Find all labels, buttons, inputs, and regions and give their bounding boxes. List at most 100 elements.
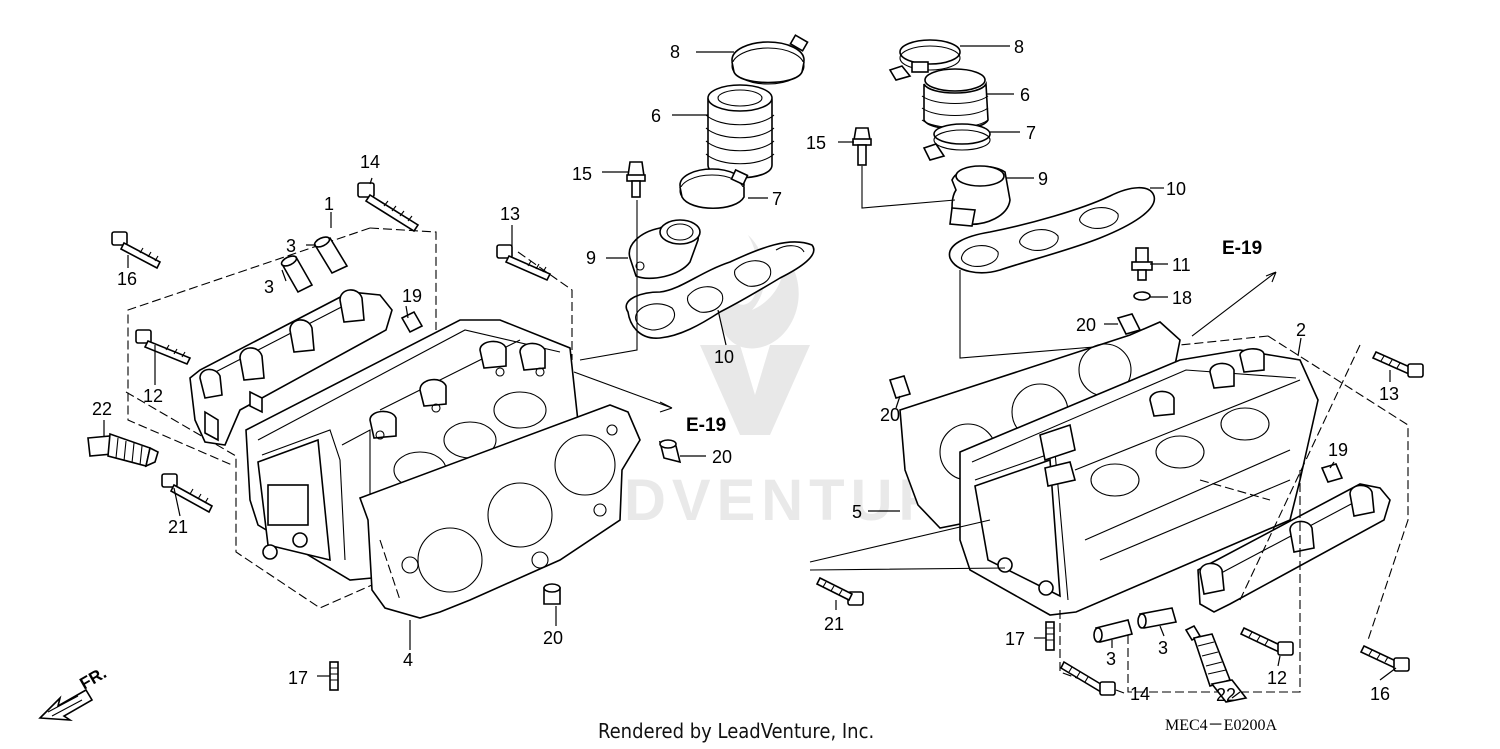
guide-line-gasket-right	[959, 270, 1119, 359]
left-assembly	[87, 34, 815, 691]
callout-15-right: 15	[806, 133, 826, 153]
callout-17-left: 17	[288, 668, 308, 688]
callout-4: 4	[403, 650, 413, 670]
washer-18-right	[1133, 291, 1151, 301]
callout-20b-left: 20	[543, 628, 563, 648]
callout-14-right: 14	[1130, 684, 1150, 704]
callout-13-right: 13	[1379, 384, 1399, 404]
callout-3b-left: 3	[264, 277, 274, 297]
intake-insulator-right	[949, 165, 1011, 227]
spark-plug-right	[1184, 624, 1248, 703]
guide-line-13	[517, 251, 573, 360]
bolt-13-right	[1371, 350, 1424, 378]
footer-credit: Rendered by LeadVenture, Inc.	[598, 719, 874, 743]
front-direction-arrow: FR.	[38, 663, 110, 721]
callout-17-right: 17	[1005, 629, 1025, 649]
callout-12-left: 12	[143, 386, 163, 406]
dowel-3-left-a	[313, 236, 349, 275]
callout-13-left: 13	[500, 204, 520, 224]
right-assembly	[809, 39, 1424, 703]
clamp-upper-left	[731, 34, 809, 85]
dowel-20-right-a	[1116, 313, 1142, 335]
bolt-14-left	[357, 182, 420, 233]
watermark-logo	[700, 235, 810, 435]
callout-3b-right: 3	[1158, 638, 1168, 658]
ref-e19-right: E-19	[1222, 238, 1262, 259]
bolt-21-right	[815, 576, 864, 606]
callout-11: 11	[1172, 255, 1191, 275]
callout-9-left: 9	[586, 248, 596, 268]
bolt-12-right	[1239, 626, 1294, 656]
callout-22-left: 22	[92, 399, 112, 419]
ref-e19-left: E-19	[686, 415, 726, 436]
guide-line-left-lower	[125, 391, 373, 609]
callout-8-right: 8	[1014, 37, 1024, 57]
diagram-code: MEC4－E0200A	[1165, 717, 1277, 734]
dowel-20-right-b	[888, 375, 912, 399]
stud-17-left	[329, 661, 339, 691]
spark-plug-left	[87, 432, 159, 468]
guide-line-2b	[1179, 335, 1269, 346]
clamp-lower-left	[679, 168, 749, 209]
guide-line-1a	[127, 227, 371, 466]
callout-19-right: 19	[1328, 440, 1348, 460]
callout-20b-right: 20	[880, 405, 900, 425]
cylinder-head-left	[245, 319, 581, 581]
bolt-12-left	[135, 329, 192, 366]
guide-line-15-right	[861, 166, 956, 209]
dowel-3-right-a	[1093, 619, 1133, 643]
bolt-15-right	[852, 127, 872, 166]
callouts-left: 1 3 3 4 6 7 8 9 10 12 13 14 15 16 17 19 …	[92, 42, 782, 688]
callout-5: 5	[852, 502, 862, 522]
callout-14-left: 14	[360, 152, 380, 172]
callout-15-left: 15	[572, 164, 592, 184]
dowel-20-left-a	[658, 439, 682, 464]
guide-line-15-left	[579, 200, 638, 361]
callout-16-right: 16	[1370, 684, 1390, 704]
bolt-16-left	[111, 231, 162, 270]
cylinder-head-right	[959, 348, 1319, 616]
dowel-19-left	[400, 310, 424, 334]
callout-6-left: 6	[651, 106, 661, 126]
clamp-lower-right	[922, 123, 991, 161]
callout-19-left: 19	[402, 286, 422, 306]
callout-3a-left: 3	[286, 236, 296, 256]
callouts-right: 2 3 3 5 6 7 8 9 10 11 12 13 14 15 16 17 …	[806, 37, 1399, 705]
callout-2: 2	[1296, 320, 1306, 340]
callout-7-right: 7	[1026, 123, 1036, 143]
guide-line-21-right	[809, 519, 1006, 571]
cam-holder-left	[189, 289, 393, 446]
callout-6-right: 6	[1020, 85, 1030, 105]
callout-12-right: 12	[1267, 668, 1287, 688]
callout-1: 1	[324, 194, 334, 214]
intake-boot-left	[705, 84, 775, 179]
gasket-10-left	[625, 241, 815, 339]
callout-10-right: 10	[1166, 179, 1186, 199]
bolt-21-left	[161, 473, 214, 514]
dowel-19-right	[1320, 463, 1344, 483]
dowel-20-left-b	[543, 583, 561, 605]
callout-22-right: 22	[1216, 685, 1236, 705]
callout-7-left: 7	[772, 189, 782, 209]
guide-line-2	[1267, 335, 1409, 641]
bolt-15-left	[626, 161, 646, 198]
callout-20a-right: 20	[1076, 315, 1096, 335]
bolt-13-left	[496, 244, 552, 282]
guide-line-right-lower	[1127, 470, 1301, 693]
gasket-10-right	[948, 186, 1155, 274]
callout-21-left: 21	[168, 517, 188, 537]
stud-17-right	[1045, 621, 1055, 651]
callout-16-left: 16	[117, 269, 137, 289]
callout-10-left: 10	[714, 347, 734, 367]
cam-holder-right	[1197, 483, 1391, 613]
bolt-14-right	[1059, 660, 1116, 696]
callout-9-right: 9	[1038, 169, 1048, 189]
guide-line-13-right	[1239, 344, 1361, 601]
callout-18: 18	[1172, 288, 1192, 308]
clamp-upper-right	[888, 39, 961, 81]
callout-21-right: 21	[824, 614, 844, 634]
bolt-16-right	[1359, 644, 1410, 672]
callout-3a-right: 3	[1106, 649, 1116, 669]
